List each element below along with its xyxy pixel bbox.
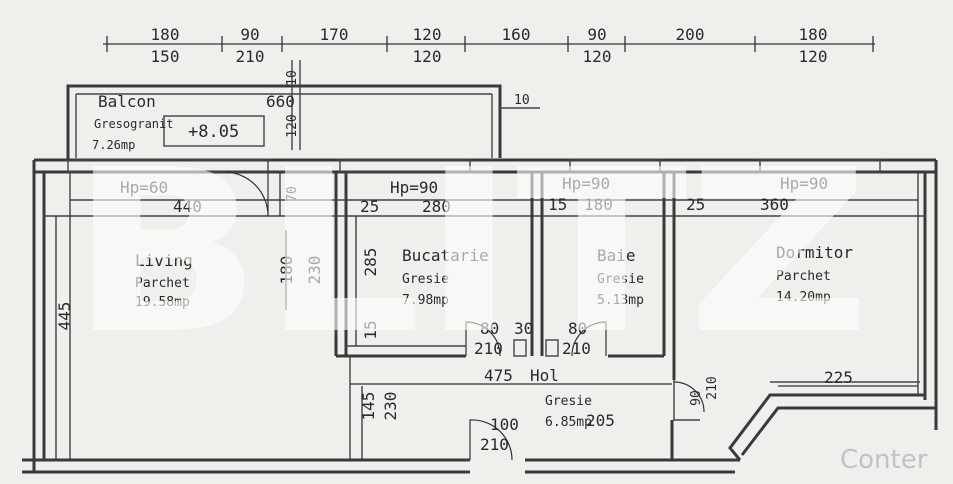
bath-floor: Gresie xyxy=(597,272,644,287)
room-bath: Hp=90 15 180 Baie Gresie 5.13mp xyxy=(548,174,644,308)
bedroom-door-height: 210 xyxy=(705,376,720,399)
bedroom-door-width: 90 xyxy=(689,390,704,406)
top-dim-1-top: 180 xyxy=(151,25,180,44)
bath-area: 5.13mp xyxy=(597,293,644,308)
exterior-walls xyxy=(22,158,938,474)
top-dim-2-top: 90 xyxy=(240,25,259,44)
living-width: 440 xyxy=(173,197,202,216)
kitchen-name: Bucatarie xyxy=(402,246,489,265)
room-kitchen: Hp=90 25 280 Bucatarie Gresie 7.98mp xyxy=(360,178,489,308)
balcony-label: Balcon xyxy=(98,92,156,111)
bedroom-area: 14.20mp xyxy=(776,290,831,305)
hall-length: 475 xyxy=(484,366,513,385)
bedroom-width: 360 xyxy=(760,195,789,214)
watermark-logo: BLITZ xyxy=(70,122,870,384)
top-dim-5-top: 160 xyxy=(502,25,531,44)
kitchen-offset: 25 xyxy=(360,197,379,216)
top-dim-4-bottom: 120 xyxy=(413,47,442,66)
balcony-door-dim: 70 xyxy=(285,186,300,202)
room-living: Hp=60 440 Living Parchet 19.58mp xyxy=(120,178,202,310)
top-dim-1-bottom: 150 xyxy=(151,47,180,66)
top-dim-3-top: 170 xyxy=(320,25,349,44)
bath-name: Baie xyxy=(597,246,636,265)
kitchen-width: 280 xyxy=(422,197,451,216)
bedroom-name: Dormitor xyxy=(776,243,853,262)
hall-code: 205 xyxy=(586,411,615,430)
balcony: Balcon 660 10 10 120 Gresogranit 7.26mp … xyxy=(66,60,540,160)
top-dim-6-top: 90 xyxy=(587,25,606,44)
balcony-side: 10 xyxy=(285,70,300,86)
balcony-level: +8.05 xyxy=(188,122,239,142)
partition-b: 230 xyxy=(305,256,324,285)
top-dim-8-top: 180 xyxy=(799,25,828,44)
partition-a: 180 xyxy=(277,256,296,285)
hall-floor: Gresie xyxy=(545,394,592,409)
door-swing-balcony xyxy=(225,171,269,217)
hall-name: Hol xyxy=(530,366,559,385)
room-hall: 475 Hol Gresie 6.85mp 205 xyxy=(350,366,672,430)
kitchen-depth: 285 xyxy=(361,248,380,277)
kitchen-door-height: 210 xyxy=(474,339,503,358)
kitchen-hp: Hp=90 xyxy=(390,178,438,197)
top-dim-2-bottom: 210 xyxy=(236,47,265,66)
kitchen-area: 7.98mp xyxy=(402,293,449,308)
kitchen-door-width: 80 xyxy=(480,319,499,338)
bath-hp: Hp=90 xyxy=(562,174,610,193)
watermark-corner: Conter xyxy=(840,445,928,475)
kitchen-small: 15 xyxy=(361,320,380,339)
hall-dim-b: 230 xyxy=(381,392,400,421)
door-gap: 30 xyxy=(514,319,533,338)
living-name: Living xyxy=(135,251,193,270)
bath-door-height: 210 xyxy=(562,339,591,358)
living-hp: Hp=60 xyxy=(120,178,168,197)
door-swing-kitchen xyxy=(465,321,501,357)
balcony-depth: 120 xyxy=(285,114,300,137)
entrance-door-height: 210 xyxy=(480,435,509,454)
interior-dimensions: 445 70 180 230 285 15 145 230 225 90 210 xyxy=(55,172,918,460)
entrance-door-width: 100 xyxy=(490,415,519,434)
balcony-level-box xyxy=(163,115,265,147)
living-depth: 445 xyxy=(55,302,74,331)
living-area: 19.58mp xyxy=(135,295,190,310)
top-dim-4-top: 120 xyxy=(413,25,442,44)
balcony-width: 660 xyxy=(266,92,295,111)
top-dim-6-bottom: 120 xyxy=(583,47,612,66)
door-swing-bath xyxy=(571,321,607,357)
doors xyxy=(225,171,705,461)
balcony-floor: Gresogranit xyxy=(94,117,173,131)
balcony-notch: 10 xyxy=(514,93,530,108)
bath-width: 180 xyxy=(584,195,613,214)
door-swing-bedroom xyxy=(673,381,705,413)
kitchen-floor: Gresie xyxy=(402,272,449,287)
bedroom-floor: Parchet xyxy=(776,269,831,284)
room-bedroom: Hp=90 25 360 Dormitor Parchet 14.20mp xyxy=(686,174,853,305)
balcony-area: 7.26mp xyxy=(92,138,135,152)
door-labels: 80 210 30 80 210 100 210 xyxy=(474,319,591,454)
hall-dim-a: 145 xyxy=(359,392,378,421)
top-dimension-chain: 180 150 90 210 170 120 120 160 90 120 20… xyxy=(103,25,875,66)
bath-offset: 15 xyxy=(548,195,567,214)
living-floor: Parchet xyxy=(135,276,190,291)
bath-door-width: 80 xyxy=(568,319,587,338)
hall-area: 6.85mp xyxy=(545,415,592,430)
bedroom-hp: Hp=90 xyxy=(780,174,828,193)
top-dim-8-bottom: 120 xyxy=(799,47,828,66)
bedroom-corner-dim: 225 xyxy=(824,368,853,387)
top-dim-7-top: 200 xyxy=(676,25,705,44)
door-swing-entrance xyxy=(469,419,513,461)
bedroom-offset: 25 xyxy=(686,195,705,214)
interior-walls xyxy=(44,172,925,460)
